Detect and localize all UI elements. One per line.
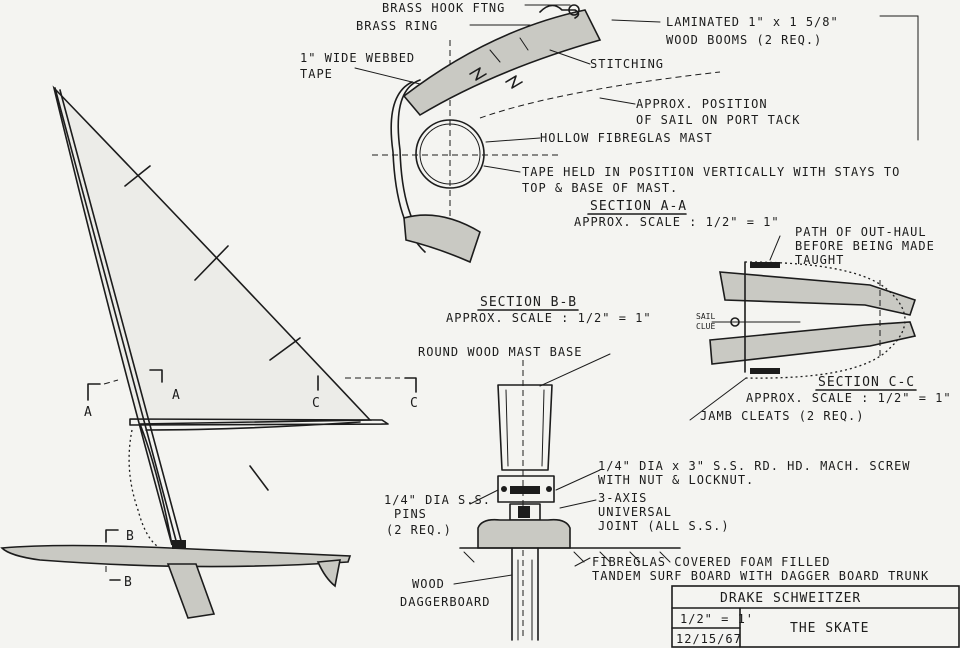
label-stitching: STITCHING xyxy=(590,57,664,71)
label-mast-base: ROUND WOOD MAST BASE xyxy=(418,345,583,359)
label-wood-2: DAGGERBOARD xyxy=(400,595,490,609)
label-pins-1: 1/4" DIA S.S. xyxy=(384,493,491,507)
section-cc-drawing xyxy=(689,235,917,421)
label-webbed-1: 1" WIDE WEBBED xyxy=(300,51,415,65)
label-outhaul-3: TAUGHT xyxy=(795,253,844,267)
daggerboard xyxy=(166,563,216,619)
label-board-1: FIBREGLAS COVERED FOAM FILLED xyxy=(592,555,831,569)
mast xyxy=(54,87,179,549)
lower-boom-cc xyxy=(709,321,917,365)
label-pins-2: PINS xyxy=(394,507,427,521)
uphaul-rope xyxy=(128,429,161,549)
label-joint-2: UNIVERSAL xyxy=(598,505,672,519)
sail-foot xyxy=(145,421,361,431)
label-joint-3: JOINT (ALL S.S.) xyxy=(598,519,730,533)
label-tape-2: TOP & BASE OF MAST. xyxy=(522,181,678,195)
section-b-top-label: B xyxy=(126,529,135,544)
title-block-author: DRAKE SCHWEITZER xyxy=(720,591,861,606)
section-cc-scale: APPROX. SCALE : 1/2" = 1" xyxy=(746,391,952,405)
label-screw-1: 1/4" DIA x 3" S.S. RD. HD. MACH. SCREW xyxy=(598,459,911,473)
label-laminated-1: LAMINATED 1" x 1 5/8" xyxy=(666,15,839,29)
section-a-right-label: A xyxy=(172,388,181,403)
label-laminated-2: WOOD BOOMS (2 REQ.) xyxy=(666,33,822,47)
label-screw-2: WITH NUT & LOCKNUT. xyxy=(598,473,754,487)
label-pins-3: (2 REQ.) xyxy=(386,523,452,537)
label-tape-1: TAPE HELD IN POSITION VERTICALLY WITH ST… xyxy=(522,165,900,179)
sail xyxy=(52,85,372,546)
jamb-cleat-upper xyxy=(750,262,780,268)
board-hatching xyxy=(463,551,671,563)
label-brass-ring: BRASS RING xyxy=(356,19,438,33)
mast-base-tube xyxy=(497,384,553,471)
label-outhaul-2: BEFORE BEING MADE xyxy=(795,239,935,253)
label-hollow-mast: HOLLOW FIBREGLAS MAST xyxy=(540,131,713,145)
section-cc-title: SECTION C-C xyxy=(818,375,915,390)
title-block-scale: 1/2" = 1' xyxy=(680,612,754,626)
title-block xyxy=(671,585,960,648)
section-a-left-label: A xyxy=(84,405,93,420)
label-sail-position-1: APPROX. POSITION xyxy=(636,97,768,111)
section-bb-title: SECTION B-B xyxy=(480,295,577,310)
label-jamb-cleats: JAMB CLEATS (2 REQ.) xyxy=(700,409,865,423)
label-outhaul-1: PATH OF OUT-HAUL xyxy=(795,225,927,239)
title-block-title: THE SKATE xyxy=(790,621,869,636)
section-c-left-label: C xyxy=(312,396,321,411)
section-marker-c: C C xyxy=(312,375,419,411)
mast-step-block xyxy=(477,518,571,549)
lower-boom-section xyxy=(403,214,481,264)
section-marker-a: A A xyxy=(84,369,181,420)
skeg xyxy=(316,559,341,588)
title-block-date: 12/15/67 xyxy=(676,632,742,646)
label-sail-clue-2: CLUE xyxy=(696,322,715,331)
section-bb-scale: APPROX. SCALE : 1/2" = 1" xyxy=(446,311,652,325)
label-joint-1: 3-AXIS xyxy=(598,491,647,505)
wishbone-boom xyxy=(129,418,389,426)
label-sail-clue-1: SAIL xyxy=(696,312,715,321)
upper-boom-cc xyxy=(719,271,917,316)
section-b-bottom-label: B xyxy=(124,575,133,590)
universal-joint xyxy=(497,475,555,503)
mast-section-circle xyxy=(415,119,485,189)
jamb-cleat-lower xyxy=(750,368,780,374)
label-brass-hook: BRASS HOOK FTNG xyxy=(382,1,505,15)
label-sail-position-2: OF SAIL ON PORT TACK xyxy=(636,113,801,127)
section-aa-drawing xyxy=(354,4,919,264)
side-elevation: A A C C B B xyxy=(0,85,419,619)
section-aa-title: SECTION A-A xyxy=(590,199,687,214)
section-aa-scale: APPROX. SCALE : 1/2" = 1" xyxy=(574,215,780,229)
label-webbed-2: TAPE xyxy=(300,67,333,81)
upper-boom-section xyxy=(402,9,602,117)
section-bb-drawing xyxy=(453,353,681,641)
label-board-2: TANDEM SURF BOARD WITH DAGGER BOARD TRUN… xyxy=(592,569,929,583)
surfboard xyxy=(0,544,352,568)
section-c-right-label: C xyxy=(410,396,419,411)
section-marker-b: B B xyxy=(105,529,135,590)
mast-edge xyxy=(59,89,184,549)
mast-foot xyxy=(172,540,186,549)
label-wood-1: WOOD xyxy=(412,577,445,591)
outhaul-path xyxy=(744,261,906,379)
battens xyxy=(124,165,301,491)
